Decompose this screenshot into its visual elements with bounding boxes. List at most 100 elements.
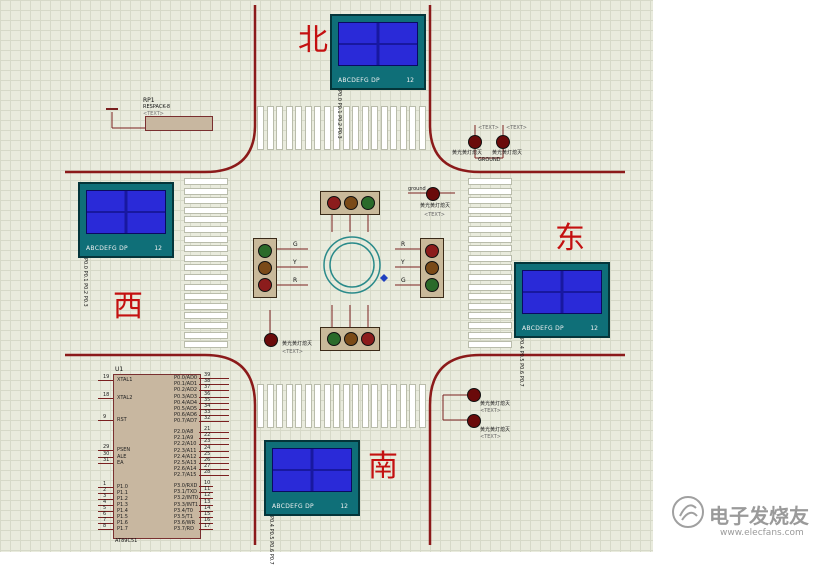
schematic-canvas[interactable]: 北 南 东 西 ABCDEFG DP 12 ABCDEFG DP 12 ABCD…: [0, 0, 653, 565]
mcu-pin-name: PSEN: [117, 447, 131, 453]
mcu-pin-name: P0.4/AD4: [174, 399, 198, 406]
pedestrian-lamp-east-2[interactable]: [496, 135, 510, 149]
mcu-pin-number: 9: [103, 414, 107, 420]
signal-head-south[interactable]: [320, 327, 380, 351]
crosswalk-stripe: [184, 322, 228, 329]
mcu-pin-number: 24: [204, 444, 211, 451]
mcu-pin-line: [98, 523, 113, 524]
crosswalk-stripe: [468, 312, 512, 320]
mcu-pin-name: P3.2/INT0: [174, 495, 199, 502]
mcu-pin-number: 6: [103, 511, 107, 517]
signal-head-east[interactable]: [420, 238, 444, 298]
signal-lamp-yellow: [344, 332, 358, 346]
crosswalk-stripe: [468, 283, 512, 291]
crosswalk-stripe: [184, 341, 228, 349]
pedestrian-lamp-south-2[interactable]: [467, 414, 481, 428]
mcu-pin-line: [199, 456, 229, 458]
signal-lamp-yellow: [258, 261, 272, 275]
crosswalk-stripe: [314, 106, 321, 150]
mcu-pin-name: P1.4: [117, 508, 128, 514]
crosswalk-stripe: [295, 384, 302, 428]
label-west: 西: [113, 289, 143, 324]
crosswalk-stripe: [352, 106, 359, 150]
crosswalk-stripe: [468, 206, 512, 214]
mcu-pin-name: P1.0: [117, 484, 128, 490]
crosswalk-stripe: [352, 384, 359, 428]
crosswalk-stripe: [184, 264, 228, 272]
crosswalk-stripe: [276, 384, 283, 428]
mcu-pin-line: [98, 499, 113, 500]
mcu-pin-number: 39: [204, 372, 211, 378]
mcu-pin-number: 12: [204, 492, 211, 499]
crosswalk-stripe: [361, 106, 369, 150]
lcd-common-label: 12: [154, 245, 162, 252]
mcu-chip[interactable]: [113, 374, 201, 539]
mcu-pin-name: P3.3/INT1: [174, 501, 199, 508]
lcd-common-label: 12: [590, 325, 598, 332]
mcu-pin-name: P2.5/A13: [174, 460, 197, 466]
crosswalk-stripe: [468, 235, 512, 243]
label-east: 东: [555, 221, 585, 256]
pedestrian-lamp-east-1[interactable]: [468, 135, 482, 149]
crosswalk-stripe: [399, 384, 407, 428]
ground-label: GROUND: [478, 157, 501, 163]
mcu-pin-line: [98, 457, 113, 458]
mcu-pin-line: [199, 475, 229, 477]
mcu-pin-line: [199, 390, 229, 392]
signal-head-west[interactable]: [253, 238, 277, 298]
crosswalk-stripe: [380, 106, 388, 150]
mcu-pin-line: [199, 438, 229, 440]
signal-letter: G: [293, 241, 298, 248]
mcu-pin-number: 23: [204, 438, 211, 445]
crosswalk-stripe: [468, 216, 512, 224]
pedestrian-lamp-west[interactable]: [264, 333, 278, 347]
lcd-display-south[interactable]: ABCDEFG DP 12: [264, 440, 360, 516]
signal-letter: R: [401, 241, 406, 248]
lcd-display-west[interactable]: ABCDEFG DP 12: [78, 182, 174, 258]
lcd-display-north[interactable]: ABCDEFG DP 12: [330, 14, 426, 90]
mcu-pin-line: [98, 493, 113, 494]
signal-letter: Y: [401, 259, 405, 266]
crosswalk-stripe: [184, 235, 228, 243]
mcu-pin-name: P0.5/AD5: [174, 406, 198, 412]
pedestrian-lamp-south-1[interactable]: [467, 388, 481, 402]
lcd-display-east[interactable]: ABCDEFG DP 12: [514, 262, 610, 338]
mcu-pin-number: 14: [204, 504, 211, 511]
lamp-text-tag: <TEXT>: [478, 125, 499, 131]
mcu-part: AT89C51: [115, 538, 138, 544]
signal-lamp-green: [258, 244, 272, 258]
resistor-pack-body[interactable]: [145, 116, 213, 131]
crosswalk-stripe: [333, 106, 340, 150]
lcd-screen: [272, 448, 352, 492]
crosswalk-stripe: [184, 206, 228, 214]
lamp-text-tag: <TEXT>: [424, 212, 445, 218]
mcu-pin-number: 3: [103, 493, 107, 499]
pedestrian-lamp-north[interactable]: [426, 187, 440, 201]
signal-letter: G: [401, 277, 406, 284]
mcu-pin-line: [199, 421, 229, 423]
mcu-pin-number: 11: [204, 486, 211, 493]
crosswalk-stripe: [468, 302, 512, 310]
lamp-text-tag: <TEXT>: [480, 408, 501, 414]
crosswalk-stripe: [184, 274, 228, 281]
mcu-pin-name: XTAL1: [117, 377, 133, 383]
mcu-pin-number: 5: [103, 505, 107, 511]
mcu-pin-number: 2: [103, 487, 107, 493]
crosswalk-stripe: [304, 384, 312, 428]
signal-head-north[interactable]: [320, 191, 380, 215]
crosswalk-stripe: [323, 384, 331, 428]
crosswalk-stripe: [184, 331, 228, 339]
crosswalk-stripe: [468, 322, 512, 329]
mcu-pin-name: RST: [117, 417, 127, 423]
mcu-pin-line: [98, 505, 113, 506]
crosswalk-stripe: [468, 264, 512, 272]
mcu-pin-line: [98, 487, 113, 488]
mcu-pin-name: EA: [117, 460, 124, 466]
crosswalk-stripe: [184, 293, 228, 301]
lcd-segment-label: ABCDEFG DP: [272, 503, 314, 510]
mcu-pin-number: 27: [204, 463, 211, 470]
mcu-pin-number: 35: [204, 396, 211, 403]
crosswalk-stripe: [295, 106, 302, 150]
crosswalk-stripe: [184, 187, 228, 195]
crosswalk-stripe: [184, 245, 228, 253]
